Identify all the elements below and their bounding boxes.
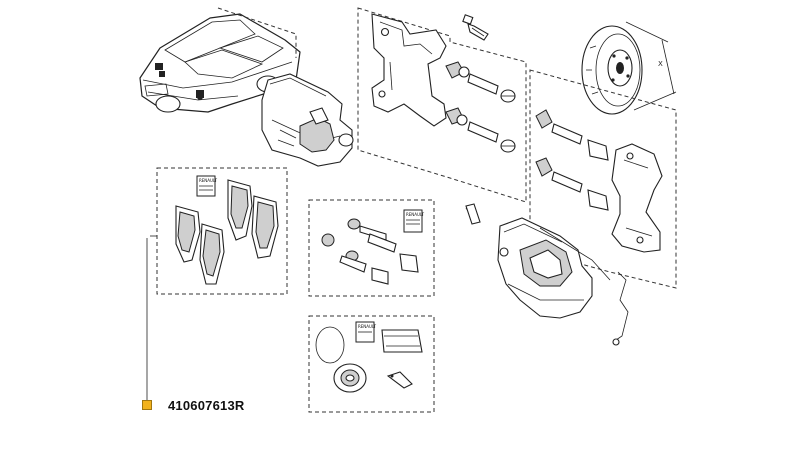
pin-kit-package-icon: RENAULT <box>403 209 425 233</box>
front-wheel-marker <box>155 63 204 100</box>
brake-pad-kit: RENAULT <box>150 167 288 295</box>
caliper-seal-kit: RENAULT <box>308 315 435 413</box>
seal-kit-package-icon: RENAULT <box>355 321 377 343</box>
brake-caliper-main <box>465 203 629 346</box>
caliper-bracket-kit <box>357 7 527 203</box>
brake-caliper-top <box>261 73 354 167</box>
guide-bolt <box>462 14 489 41</box>
slide-pin-kit: RENAULT <box>308 199 435 297</box>
part-number-label: 410607613R <box>168 398 245 413</box>
svg-text:RENAULT: RENAULT <box>406 212 425 217</box>
guide-pins <box>445 61 516 153</box>
brake-disc: X <box>581 21 677 115</box>
svg-text:RENAULT: RENAULT <box>358 324 377 329</box>
svg-text:X: X <box>658 60 663 68</box>
caliper-carrier-kit <box>529 69 677 289</box>
svg-text:RENAULT: RENAULT <box>199 178 218 183</box>
pad-kit-package-icon: RENAULT <box>196 175 218 197</box>
part-reference-marker[interactable] <box>142 400 152 410</box>
